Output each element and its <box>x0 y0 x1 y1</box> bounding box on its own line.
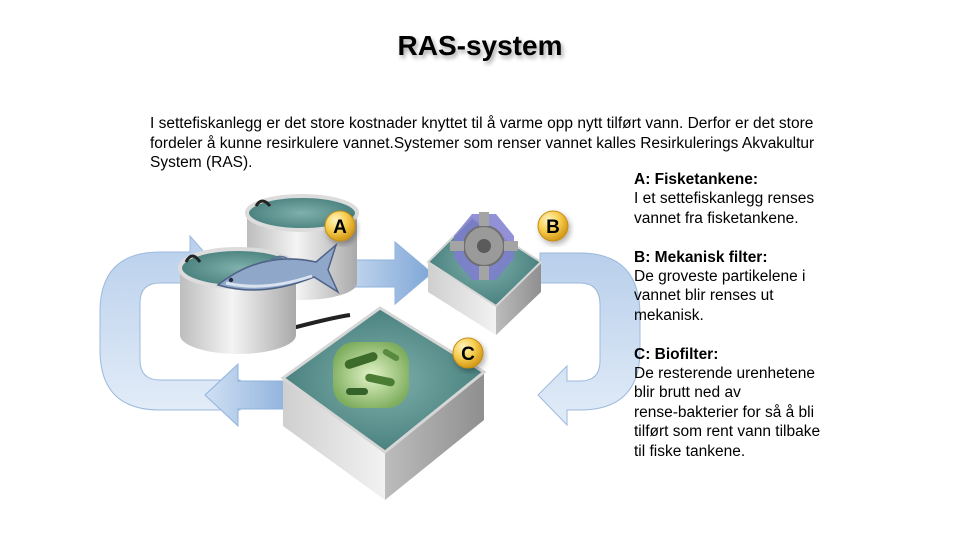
legend: A: Fisketankene: I et settefiskanlegg re… <box>634 170 864 480</box>
intro-text: I settefiskanlegg er det store kostnader… <box>150 114 870 173</box>
legend-heading: C: Biofilter: <box>634 345 719 363</box>
intro-line: I settefiskanlegg er det store kostnader… <box>150 115 814 132</box>
gear-icon <box>450 212 518 280</box>
fish-tanks <box>178 194 359 354</box>
svg-text:C: C <box>461 344 475 365</box>
bacteria-icon <box>333 342 409 408</box>
legend-line: mekanisk. <box>634 306 704 324</box>
legend-line: rense-bakterier for så å bli <box>634 403 815 421</box>
svg-text:B: B <box>546 217 560 238</box>
legend-item-b: B: Mekanisk filter: De groveste partikel… <box>634 248 864 326</box>
svg-text:A: A <box>333 217 347 238</box>
mechanical-filter <box>426 212 543 335</box>
intro-line: System (RAS). <box>150 154 253 171</box>
legend-line: tilført som rent vann tilbake <box>634 423 821 441</box>
slide-title: RAS-system <box>397 30 563 61</box>
legend-heading: A: Fisketankene: <box>634 171 759 188</box>
legend-line: vannet fra fisketankene. <box>634 209 799 227</box>
fish-icon <box>216 242 340 294</box>
flow-arrow-b-to-c <box>537 252 641 427</box>
intro-line: fordeler å kunne resirkulere vannet.Syst… <box>150 134 815 152</box>
legend-line: De resterende urenhetene <box>634 365 815 383</box>
badge-a: A <box>324 210 356 242</box>
legend-line: De groveste partikelene i <box>634 268 806 286</box>
legend-item-c: C: Biofilter: De resterende urenhetene b… <box>634 345 864 461</box>
legend-line: I et settefiskanlegg renses <box>634 190 815 208</box>
legend-line: blir brutt ned av <box>634 384 741 402</box>
badge-b: B <box>537 210 569 242</box>
legend-heading: B: Mekanisk filter: <box>634 248 768 266</box>
legend-line: til fiske tankene. <box>634 442 746 460</box>
biofilter <box>280 306 487 500</box>
legend-item-a: A: Fisketankene: I et settefiskanlegg re… <box>634 170 864 228</box>
legend-line: vannet blir renses ut <box>634 287 774 305</box>
badge-c: C <box>452 337 484 369</box>
